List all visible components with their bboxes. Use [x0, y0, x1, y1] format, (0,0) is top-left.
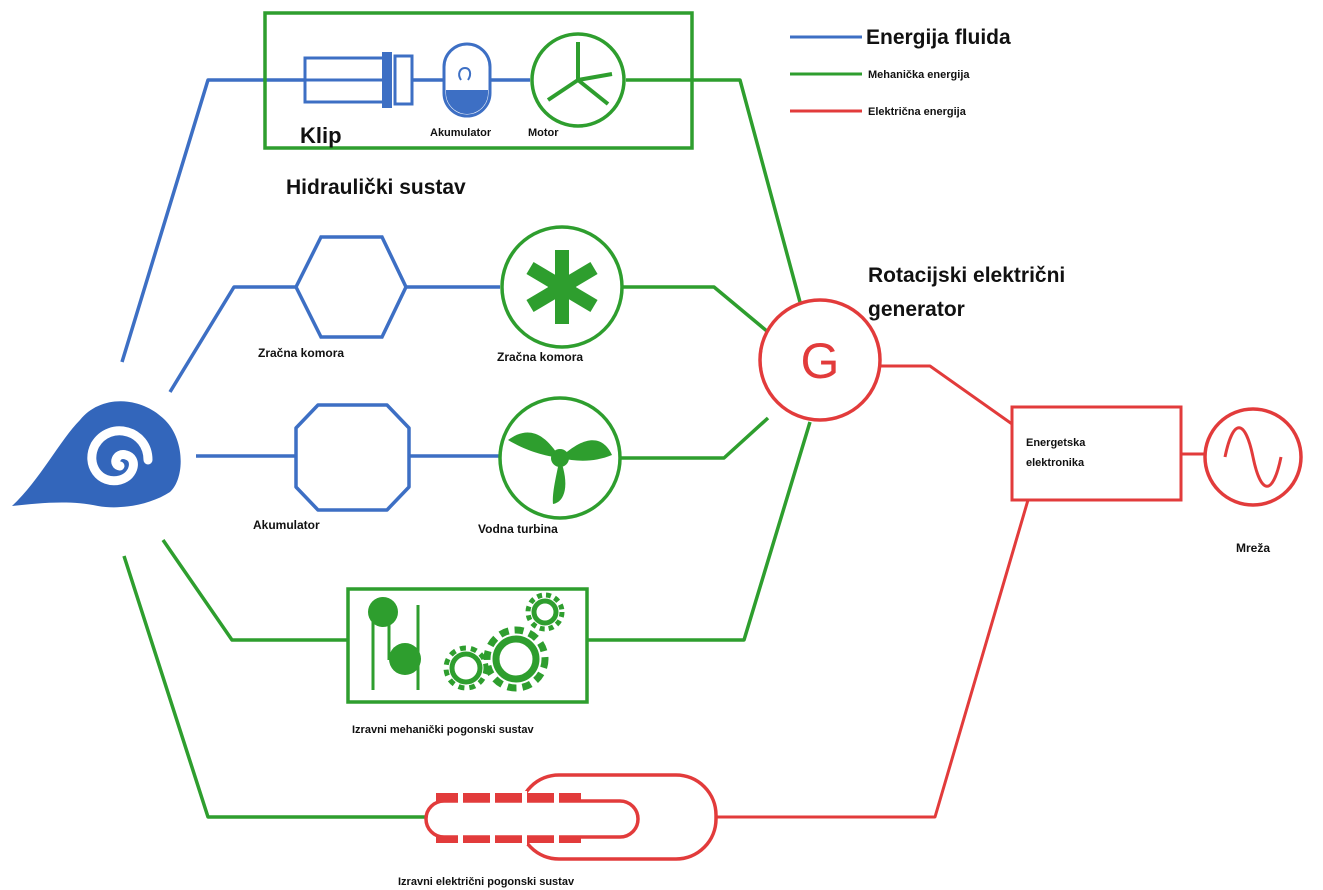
fluid-path-air [168, 285, 296, 393]
fluid-paths [120, 78, 530, 458]
mech-path-direct-out [587, 421, 812, 642]
power-electronics-line1: Energetska [1026, 437, 1086, 449]
fluid-path-top [120, 78, 305, 363]
elec-path-gen-pe [880, 364, 1013, 426]
accumulator-mid-label: Akumulator [253, 518, 320, 532]
generator-title-line2: generator [868, 298, 965, 321]
direct-electrical-label: Izravni električni pogonski sustav [398, 876, 575, 888]
accumulator-icon [442, 42, 492, 118]
motor-icon [530, 32, 626, 128]
wave-icon [12, 401, 181, 508]
legend-electrical-label: Električna energija [868, 106, 967, 118]
mechanical-paths [161, 78, 812, 642]
accumulator-top-label: Akumulator [430, 127, 492, 139]
hydraulic-system-label: Hidraulički sustav [286, 176, 466, 199]
water-turbine-icon [498, 396, 622, 520]
legend-mechanical-label: Mehanička energija [868, 69, 970, 81]
grid-icon [1203, 407, 1303, 507]
legend-fluid-label: Energija fluida [866, 26, 1011, 49]
air-turbine-label: Zračna komora [497, 350, 583, 364]
hydraulic-system-box: Klip Akumulator Motor [263, 11, 694, 150]
motor-label: Motor [528, 127, 559, 139]
power-electronics-line2: elektronika [1026, 457, 1085, 469]
power-electronics-box: Energetska elektronika [1010, 405, 1183, 502]
direct-mechanical-box [346, 587, 589, 704]
mech-path-linear-in [122, 555, 426, 819]
linear-generator-icon [424, 773, 718, 861]
mech-path-direct-in [161, 539, 348, 642]
legend: Energija fluida Mehanička energija Elekt… [790, 26, 1011, 118]
piston-label: Klip [300, 123, 342, 148]
mech-path-motor [626, 78, 802, 303]
air-turbine-icon [500, 225, 624, 349]
gear-large-icon [483, 626, 549, 692]
grid-label: Mreža [1236, 541, 1270, 555]
mech-path-water-turbine [620, 416, 770, 460]
air-chamber-label: Zračna komora [258, 346, 344, 360]
elec-path-linear-pe [716, 499, 1030, 819]
generator-title-line1: Rotacijski električni [868, 264, 1065, 287]
generator-icon: G [758, 298, 882, 422]
water-turbine-label: Vodna turbina [478, 522, 558, 536]
air-chamber-hexagon [294, 235, 408, 339]
piston-icon [303, 52, 414, 108]
direct-mechanical-label: Izravni mehanički pogonski sustav [352, 724, 534, 736]
mech-path-air-turbine [623, 285, 770, 334]
gear-top-icon [525, 592, 565, 632]
electrical-paths [716, 364, 1206, 819]
generator-symbol: G [801, 333, 840, 389]
accumulator-mid-icon [294, 403, 411, 512]
